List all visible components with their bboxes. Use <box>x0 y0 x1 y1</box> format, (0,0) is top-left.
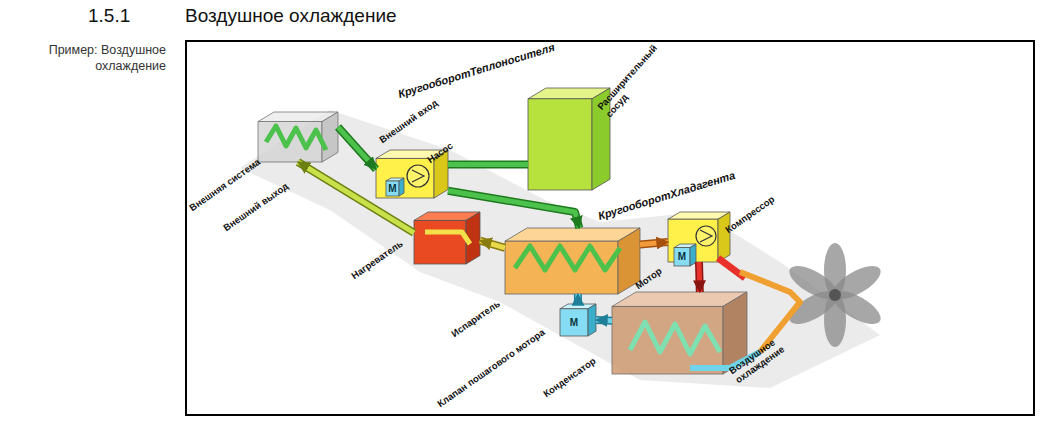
fan-hub <box>829 289 841 301</box>
iso-box-front <box>560 309 588 336</box>
iso-box-front <box>528 99 592 190</box>
node-label: Конденсатор <box>542 356 598 400</box>
node-label: Клапан пошагового мотора <box>436 327 548 410</box>
pipe-outline <box>338 127 376 169</box>
pump-symbol-mark <box>412 170 424 182</box>
pipe-outline <box>574 294 582 304</box>
heat-exchanger-coil <box>266 126 326 150</box>
iso-box-top <box>505 228 640 241</box>
iso-box-shape <box>258 112 338 162</box>
node-symbol-text: M <box>386 181 399 196</box>
fan-symbol <box>784 243 885 347</box>
iso-box-front <box>505 241 618 294</box>
evaporator-box: Испаритель <box>505 228 640 294</box>
caption-note: Пример: Воздушное охлаждение <box>14 42 166 75</box>
iso-box-side <box>399 178 404 196</box>
iso-box-front <box>674 248 690 266</box>
node-label: Расширительный сосуд <box>596 43 668 120</box>
diagram-frame <box>186 41 1034 415</box>
stepper-valve-cube: MКлапан пошагового мотора <box>560 304 596 336</box>
condenser-box: Конденсатор <box>612 292 747 374</box>
compressor-symbol-mark <box>700 230 712 242</box>
pipe-connector <box>596 318 612 324</box>
pipe-connector <box>640 242 668 245</box>
pipe-outline <box>480 241 505 248</box>
section-number: 1.5.1 <box>88 5 130 27</box>
iso-box-front <box>386 181 399 196</box>
pipe-connector <box>448 191 579 228</box>
iso-box-front <box>258 122 322 162</box>
iso-box-side <box>718 212 730 262</box>
iso-box-shape <box>414 212 480 264</box>
pipe-outline <box>448 191 579 228</box>
expansion-vessel-box: Расширительный сосуд <box>528 88 610 190</box>
compressor-box: КомпрессорMМотор <box>668 212 730 262</box>
node-label: Испаритель <box>450 299 503 340</box>
node-symbol-text: M <box>560 309 588 336</box>
iso-box-side <box>588 304 596 336</box>
pipe-outline <box>298 162 414 233</box>
pipe-outline <box>640 242 668 245</box>
iso-box-side <box>322 112 338 162</box>
motor-cube: MМотор <box>674 244 696 266</box>
evaporator-coil <box>515 246 620 270</box>
pipe-label: Внешний вход <box>378 98 440 146</box>
pump-box: НасосM <box>376 150 448 198</box>
node-symbol-text: M <box>674 248 690 266</box>
motor-cube: M <box>386 178 404 196</box>
circuit-heading: КругооборотТеплоносителя <box>396 41 555 100</box>
iso-box-front <box>376 158 434 198</box>
compressor-symbol <box>696 226 716 246</box>
pipe-connector <box>448 162 528 167</box>
heater-box: Нагреватель <box>414 212 480 264</box>
iso-box-front <box>612 306 723 374</box>
node-label: Компрессор <box>724 194 777 236</box>
iso-box-shape <box>612 292 747 374</box>
condenser-coil <box>630 322 720 354</box>
pipe-connector <box>338 127 376 169</box>
section-title: Воздушное охлаждение <box>185 5 397 27</box>
hot-gas-pipe <box>718 258 745 278</box>
pipe-connector <box>697 262 703 292</box>
pipe-connector <box>575 294 580 304</box>
heater-pipe <box>425 232 470 244</box>
external-system-box: Внешняя система <box>258 112 338 162</box>
iso-box-side <box>466 212 480 264</box>
node-label: Нагреватель <box>350 239 405 282</box>
fan-blade <box>784 259 842 305</box>
pipe-connector <box>480 241 505 248</box>
pipe-outline <box>448 160 528 168</box>
pipe-connector <box>298 162 414 233</box>
iso-box-shape <box>505 228 640 294</box>
pump-symbol <box>407 165 429 187</box>
pipe-outline <box>695 262 704 292</box>
circuit-heading: КругооборотХладагента <box>596 169 736 222</box>
air-cooling-label: Воздушное охлаждение <box>727 330 794 386</box>
pipe-outline <box>596 316 612 325</box>
pipe-label: Внешний выход <box>222 181 291 234</box>
iso-box-front <box>414 220 466 264</box>
